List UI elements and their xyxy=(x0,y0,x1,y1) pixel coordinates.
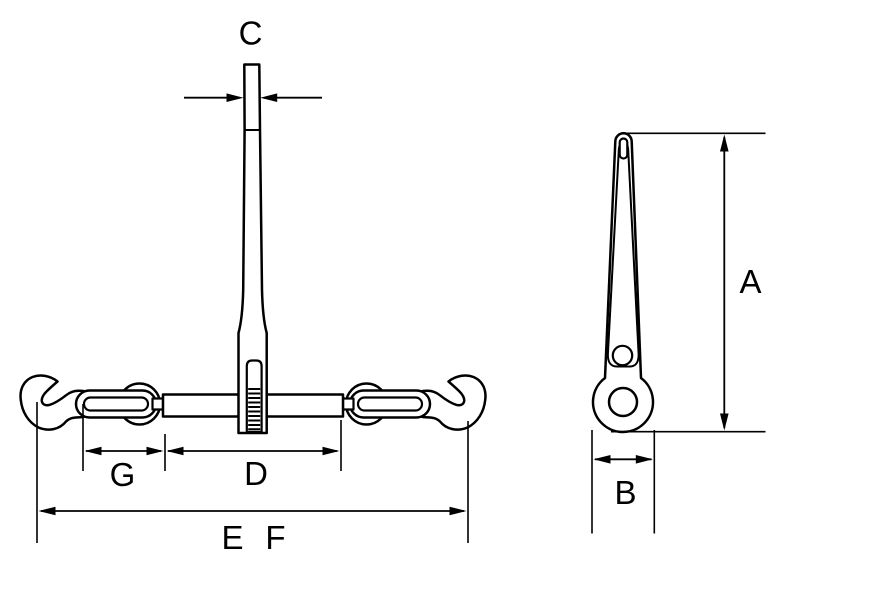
dimension-label-a: A xyxy=(739,263,761,300)
left-hook-assembly xyxy=(19,374,165,431)
dimension-ef: E F xyxy=(36,402,469,556)
dimension-label-g: G xyxy=(110,456,136,493)
dimension-label-d: D xyxy=(244,455,268,492)
dimension-label-f: F xyxy=(265,519,285,556)
dimension-d: D xyxy=(166,420,342,492)
handle-front xyxy=(237,63,268,435)
side-view: A B xyxy=(591,132,766,534)
dimension-label-c: C xyxy=(239,15,263,52)
dimension-g: G xyxy=(82,404,166,493)
dimension-label-b: B xyxy=(614,474,636,511)
chain-link-hole xyxy=(82,396,150,412)
tip-slot xyxy=(618,137,629,160)
ratchet-knurl-hatch xyxy=(248,388,261,431)
pivot-pin-hole xyxy=(611,344,634,367)
boss-hole xyxy=(607,386,639,418)
dimension-b: B xyxy=(591,430,656,534)
threaded-stub xyxy=(151,397,165,411)
dimension-label-e: E xyxy=(221,519,243,556)
dimension-c: C xyxy=(184,15,322,102)
front-view: C G D E F xyxy=(19,15,487,556)
ratchet-screw xyxy=(245,359,263,434)
right-hook-assembly xyxy=(341,374,487,431)
dimension-a: A xyxy=(611,132,766,433)
